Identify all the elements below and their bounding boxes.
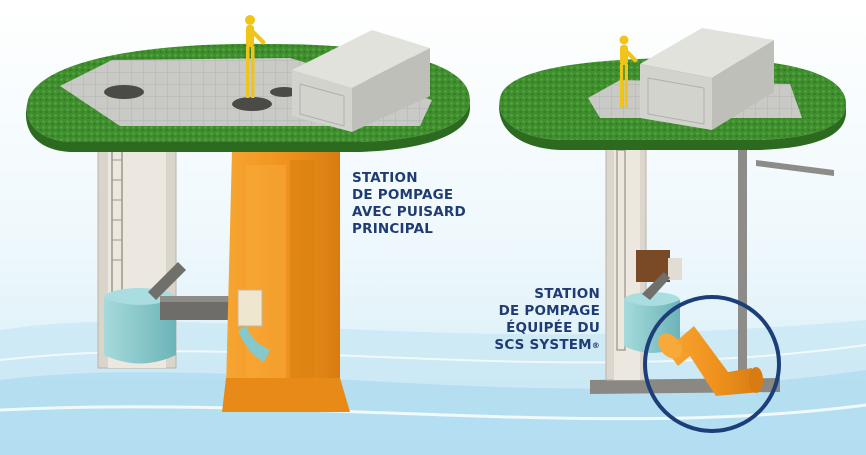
label-line: STATION [534, 286, 600, 302]
control-kiosk [640, 28, 774, 130]
label-line: AVEC PUISARD [352, 204, 466, 220]
valve-box [237, 289, 263, 327]
control-kiosk [292, 30, 430, 132]
label-line: DE POMPAGE [498, 303, 600, 319]
human-scale-figure [619, 35, 638, 108]
registered-mark: ® [591, 341, 600, 350]
label-line-with-mark: SCS SYSTEM® [494, 337, 600, 354]
label-line: PRINCIPAL [352, 221, 434, 237]
right-station [499, 28, 846, 433]
label-line: STATION [352, 170, 418, 186]
wet-well-tank [104, 298, 176, 364]
label-line: DE POMPAGE [352, 187, 454, 203]
human-scale-figure [245, 15, 266, 98]
left-station [25, 15, 471, 412]
vent-pipe [756, 160, 834, 176]
inlet-pipe [148, 262, 186, 300]
left-station-label: STATION DE POMPAGE AVEC PUISARD PRINCIPA… [352, 170, 466, 238]
highlight-circle [643, 295, 781, 433]
label-line: SCS SYSTEM [494, 337, 592, 353]
manhole-cover [104, 85, 144, 99]
manhole-cover [232, 97, 272, 111]
label-line: ÉQUIPÉE DU [506, 320, 600, 336]
right-station-label: STATION DE POMPAGE ÉQUIPÉE DU SCS SYSTEM… [494, 286, 600, 354]
outlet-pipe [238, 326, 270, 362]
scs-system-pipe [658, 326, 763, 396]
